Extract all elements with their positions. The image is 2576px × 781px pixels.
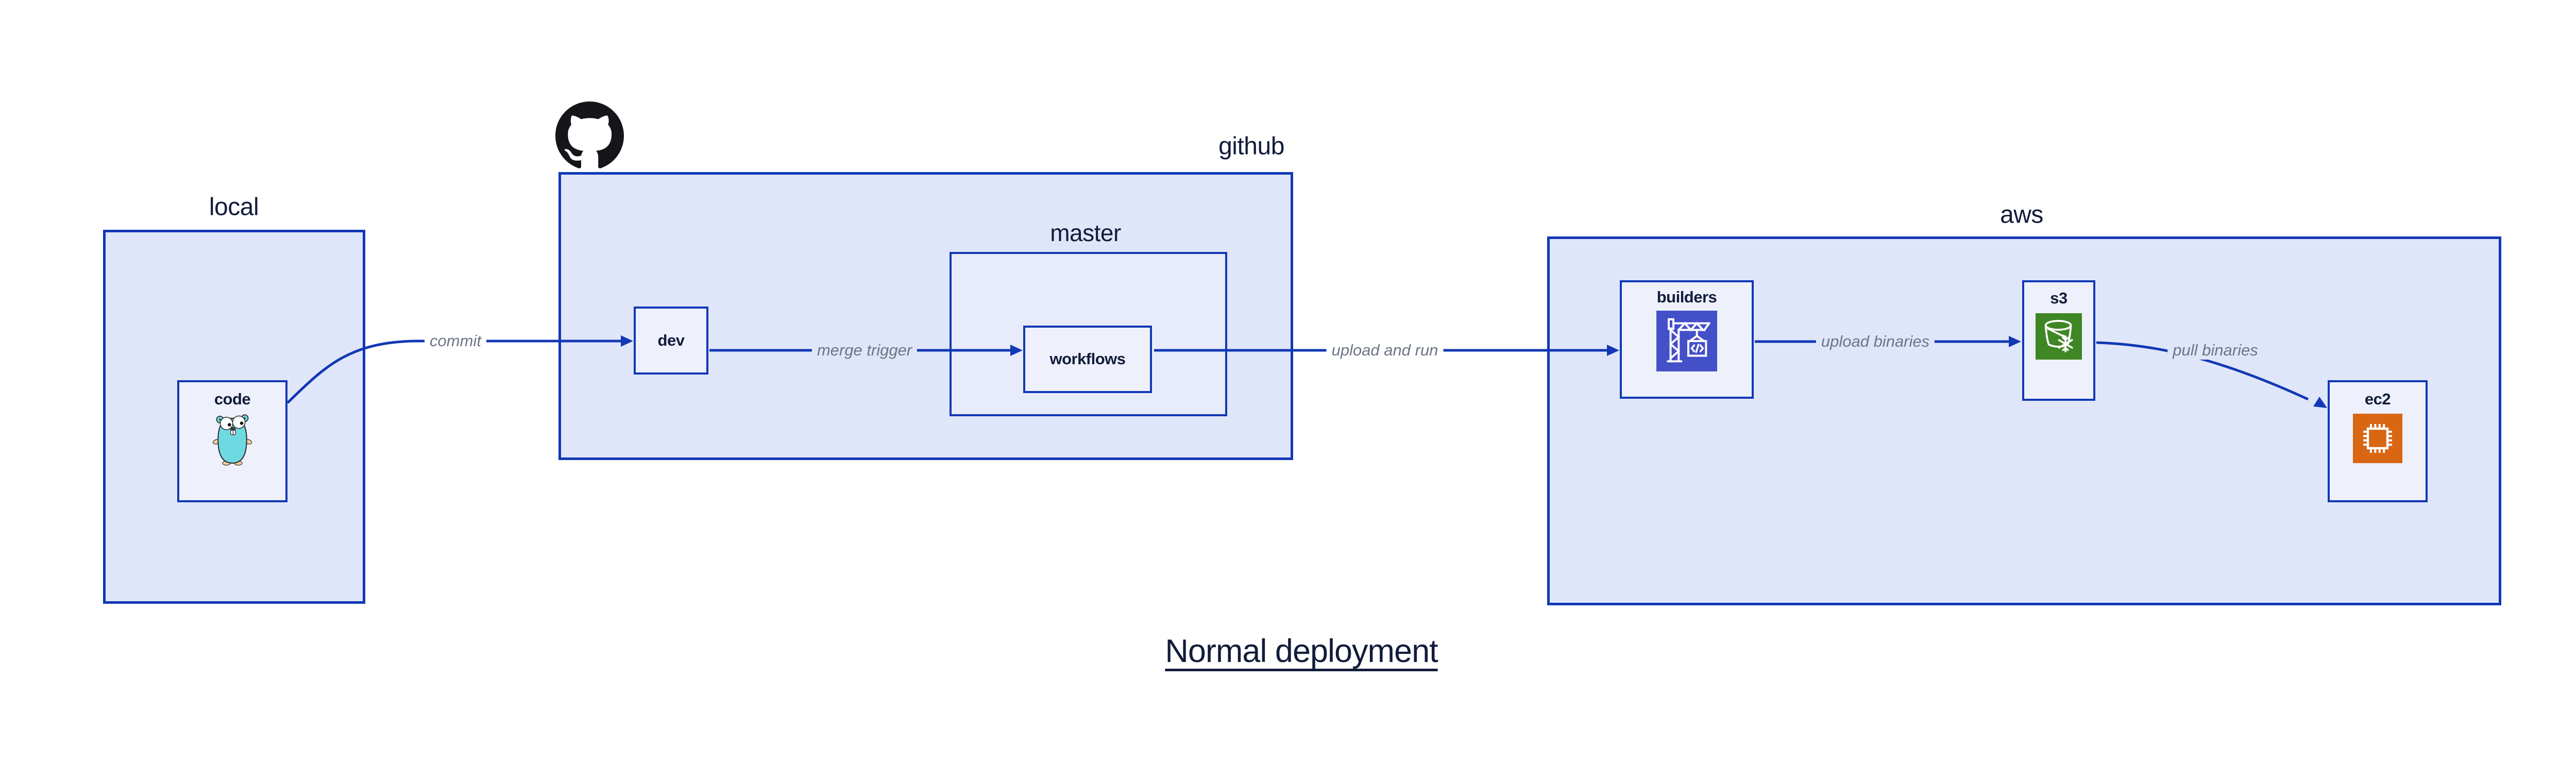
node-label-builders: builders (1656, 288, 1717, 306)
node-box-code: code (177, 380, 287, 502)
github-logo-icon (555, 101, 624, 168)
node-label-s3: s3 (2050, 289, 2067, 307)
edge-label-pull-binaries: pull binaries (2167, 341, 2263, 360)
node-box-ec2: ec2 (2328, 380, 2428, 502)
node-label-workflows: workflows (1049, 350, 1126, 368)
ec2-chip-icon (2353, 414, 2402, 464)
node-box-dev: dev (634, 307, 708, 375)
edge-label-upload-binaries: upload binaries (1816, 332, 1935, 351)
s3-bucket-icon (2036, 313, 2082, 360)
node-box-workflows: workflows (1023, 326, 1152, 393)
node-label-ec2: ec2 (2364, 390, 2391, 408)
node-box-s3: s3 (2022, 280, 2095, 401)
node-box-builders: builders (1620, 280, 1754, 399)
diagram-title: Normal deployment (1165, 633, 1438, 669)
group-label-github: github (1218, 132, 1284, 160)
node-label-code: code (214, 390, 251, 408)
group-label-master: master (1050, 219, 1121, 246)
group-label-local: local (209, 193, 259, 221)
node-label-dev: dev (657, 331, 685, 349)
go-gopher-icon (212, 414, 252, 466)
edge-label-commit: commit (425, 332, 486, 350)
group-label-aws: aws (2000, 201, 2043, 229)
edge-label-merge-trigger: merge trigger (811, 341, 918, 360)
edge-label-upload-and-run: upload and run (1326, 341, 1444, 360)
codebuild-crane-icon (1656, 311, 1717, 372)
